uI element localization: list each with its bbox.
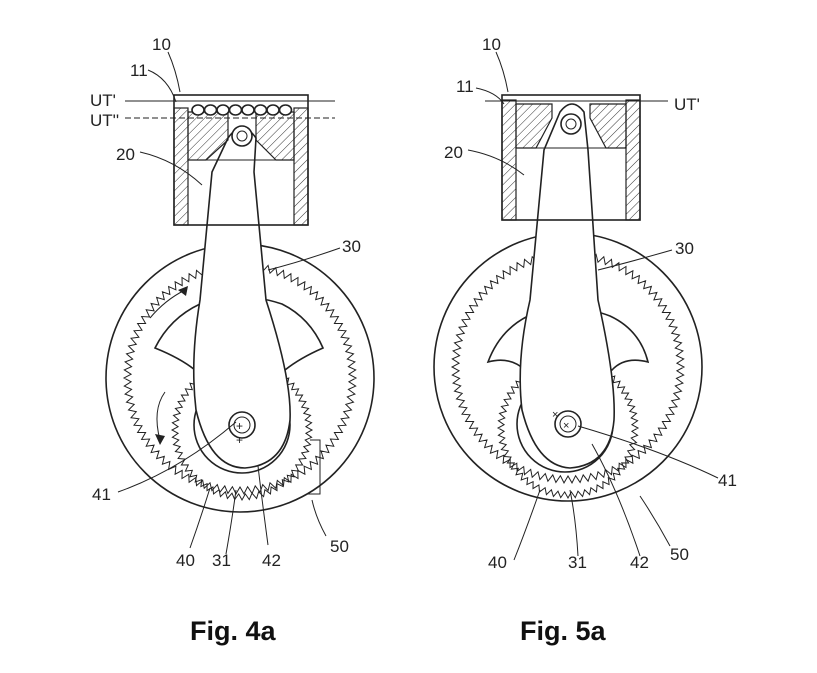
label-42: 42 [630, 553, 649, 572]
bearing-ball [216, 104, 230, 116]
label-42: 42 [262, 551, 281, 570]
leader-50 [639, 495, 671, 547]
leader-11 [147, 69, 177, 103]
label-40: 40 [488, 553, 507, 572]
bearing-ball [228, 104, 243, 116]
rotation-arrow-lower [156, 391, 166, 441]
arrow-head-upper [178, 286, 188, 296]
bearing-ball [203, 104, 218, 116]
arrow-head-lower [155, 434, 165, 445]
piston-crown-left [515, 103, 553, 149]
label-41: 41 [718, 471, 737, 490]
piston-body-20 [187, 159, 295, 226]
label-30: 30 [342, 237, 361, 256]
leader-30 [267, 247, 341, 271]
figure-4a: + + 10 11 UT' UT'' 20 30 41 40 [90, 35, 375, 646]
label-20: 20 [116, 145, 135, 164]
leader-20 [139, 151, 203, 186]
internal-ring-gear [122, 261, 358, 495]
leader-31 [569, 489, 579, 557]
ball-bearing-row [191, 104, 293, 116]
pin-center-mark: + [236, 419, 243, 433]
label-ut-prime: UT' [90, 91, 116, 110]
leader-11 [475, 87, 505, 105]
bearing-ball [241, 104, 255, 116]
label-20: 20 [444, 143, 463, 162]
bearing-ball [278, 104, 293, 116]
label-ut-double-prime: UT'' [90, 111, 119, 130]
internal-ring-gear [450, 250, 686, 484]
gear-bracket [308, 439, 321, 495]
gudgeon-pin [231, 125, 253, 147]
label-50: 50 [330, 537, 349, 556]
bearing-ball [191, 104, 205, 116]
label-10: 10 [152, 35, 171, 54]
leader-42 [591, 443, 641, 557]
leader-40 [189, 487, 211, 549]
figure-5a: × × 10 11 UT' 20 30 41 40 31 42 50 Fig. … [433, 35, 737, 646]
piston-wall-right [293, 107, 309, 226]
bearing-ball [253, 104, 268, 116]
crank-pin-inner [559, 415, 577, 433]
gudgeon-pin [560, 113, 582, 135]
leader-10 [495, 51, 509, 93]
crank-pin-41 [554, 410, 582, 438]
gudgeon-pin-inner [565, 118, 577, 130]
leader-31 [225, 489, 237, 555]
piston-crown-right [255, 111, 295, 161]
label-41: 41 [92, 485, 111, 504]
leader-41 [577, 425, 719, 479]
leader-50 [311, 499, 327, 537]
label-31: 31 [568, 553, 587, 572]
label-30: 30 [675, 239, 694, 258]
label-40: 40 [176, 551, 195, 570]
caption-fig-5a: Fig. 5a [520, 616, 607, 646]
piston-wall-right [625, 99, 641, 221]
label-10: 10 [482, 35, 501, 54]
label-11: 11 [130, 61, 148, 80]
leader-41 [117, 421, 237, 493]
connecting-rod-30 [192, 127, 291, 469]
pin-center-mark: × [563, 420, 569, 432]
label-31: 31 [212, 551, 231, 570]
caption-fig-4a: Fig. 4a [190, 616, 277, 646]
leader-30 [597, 249, 673, 271]
piston-body-20 [515, 147, 627, 221]
label-50: 50 [670, 545, 689, 564]
piston-crown-right [589, 103, 627, 149]
leader-40 [513, 489, 541, 561]
crank-pin-41 [228, 411, 256, 439]
gudgeon-pin-inner [236, 130, 248, 142]
axis-center-mark: + [236, 433, 243, 447]
leader-20 [467, 149, 525, 176]
crank-pin-inner [233, 416, 251, 434]
connecting-rod-30 [519, 103, 615, 469]
bearing-ball [266, 104, 280, 116]
piston-wall-left [501, 99, 517, 221]
label-ut-prime: UT' [674, 95, 700, 114]
label-11: 11 [456, 77, 474, 96]
leader-42 [257, 465, 269, 546]
axis-center-mark: × [552, 409, 558, 421]
leader-10 [167, 51, 181, 93]
